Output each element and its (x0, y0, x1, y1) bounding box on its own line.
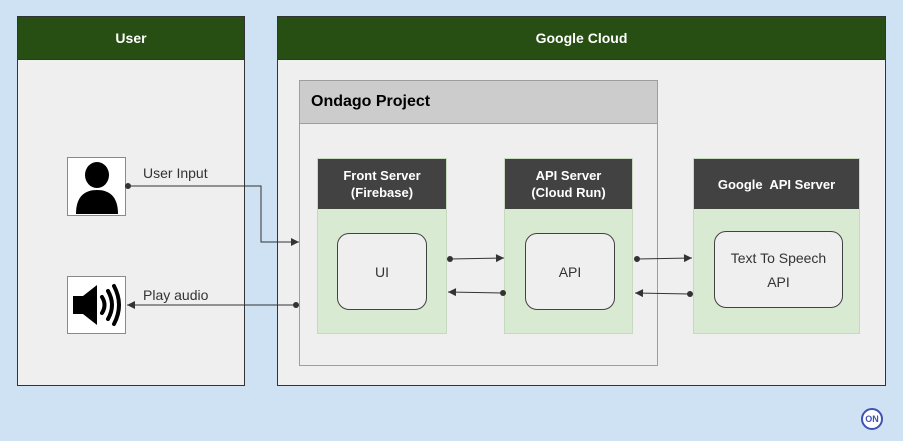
ui-box-label: UI (375, 263, 389, 280)
api-server-subtitle: (Cloud Run) (531, 185, 606, 200)
api-to-google-connector (636, 254, 693, 263)
text-to-speech-label-api: API (767, 273, 790, 290)
user-input-connector-start (125, 183, 131, 189)
google-api-server-header: Google API Server (694, 159, 859, 209)
api-server-header: API Server (Cloud Run) (505, 159, 632, 209)
ondago-project-header: Ondago Project (300, 81, 657, 124)
play-audio-connector-start (293, 302, 299, 308)
google-cloud-panel-header: Google Cloud (278, 17, 885, 60)
ondago-project-title: Ondago Project (311, 93, 431, 110)
user-input-label: User Input (143, 165, 208, 181)
play-audio-label: Play audio (143, 287, 209, 303)
google-to-api-connector (634, 289, 691, 298)
ui-box: UI (337, 233, 427, 310)
google-api-server-title: Google API Server (717, 176, 836, 192)
api-box-label: API (558, 263, 582, 280)
speaker-icon-box (67, 276, 126, 334)
on-logo-badge: ON (861, 408, 883, 430)
api-to-ui-connector-start (500, 290, 506, 296)
api-to-ui-connector (447, 288, 504, 297)
ui-to-api-connector (449, 254, 505, 263)
api-server-title: API Server (535, 168, 602, 183)
api-box: API (525, 233, 615, 310)
api-to-google-connector-start (634, 256, 640, 262)
front-server-header: Front Server (Firebase) (318, 159, 446, 209)
user-panel-header: User (18, 17, 244, 60)
user-panel-title: User (115, 30, 147, 46)
user-panel: User (17, 16, 245, 386)
user-input-connector (128, 185, 299, 246)
on-logo-text: ON (865, 414, 879, 424)
front-server-subtitle: (Firebase) (350, 185, 414, 200)
ui-to-api-connector-start (447, 256, 453, 262)
user-icon-box (67, 157, 126, 216)
speaker-icon (72, 284, 121, 326)
text-to-speech-label: Text To Speech (730, 249, 827, 266)
google-to-api-connector-start (687, 291, 693, 297)
google-cloud-panel-title: Google Cloud (535, 30, 628, 46)
text-to-speech-box: Text To Speech API (714, 231, 843, 308)
front-server-title: Front Server (343, 168, 421, 183)
user-icon (75, 161, 118, 214)
